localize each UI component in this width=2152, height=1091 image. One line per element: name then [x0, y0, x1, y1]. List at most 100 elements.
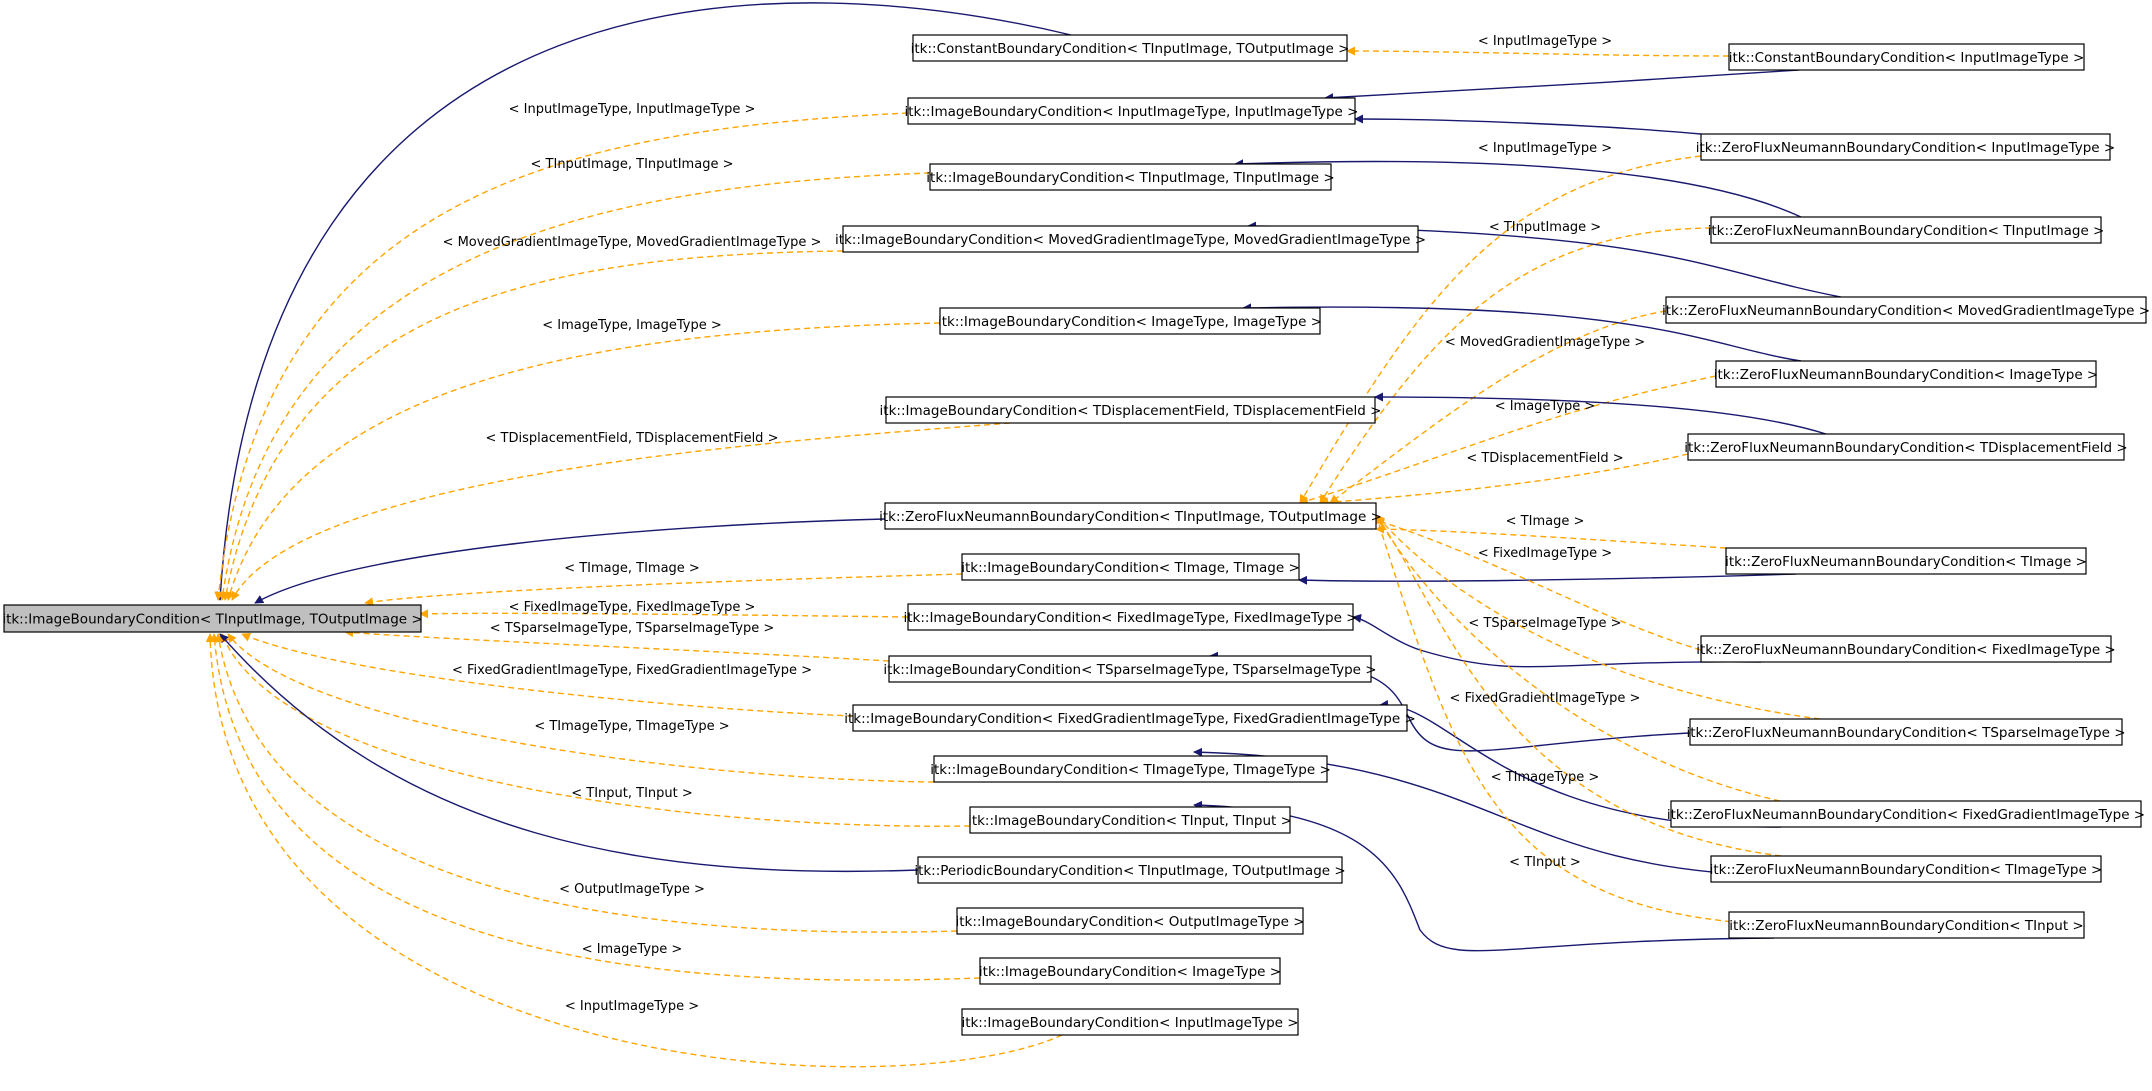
class-node-label: itk::ConstantBoundaryCondition< TInputIm…: [911, 41, 1350, 57]
class-node-box: [969, 806, 1291, 834]
template-edge-ibc_tit-to-root: [227, 633, 935, 783]
class-node-box: [939, 307, 1321, 335]
edge-label: < InputImageType >: [1478, 141, 1612, 156]
class-node-label: itk::ImageBoundaryCondition< ImageType, …: [938, 314, 1322, 330]
class-node-zerofluxneumannboundarycondition-timage[interactable]: itk::ZeroFluxNeumannBoundaryCondition< T…: [1725, 547, 2087, 575]
nodes-layer: itk::ImageBoundaryCondition< TInputImage…: [2, 34, 2150, 1036]
inheritance-edge-pbc_t-to-root: [219, 633, 919, 873]
root-class-node[interactable]: itk::ImageBoundaryCondition< TInputImage…: [2, 604, 423, 633]
inheritance-edge-zfn_it-to-ibc_it: [1242, 303, 1802, 362]
template-edge-zfn_mg-to-zfn_t: [1329, 310, 1667, 504]
class-node-box: [1700, 635, 2112, 663]
class-node-box: [1700, 133, 2111, 161]
class-node-zerofluxneumannboundarycondition-tsparseimagetype[interactable]: itk::ZeroFluxNeumannBoundaryCondition< T…: [1686, 718, 2126, 746]
edge-label: < MovedGradientImageType, MovedGradientI…: [443, 235, 822, 250]
class-node-label: itk::ImageBoundaryCondition< InputImageT…: [961, 1015, 1298, 1031]
class-node-zerofluxneumannboundarycondition-timagetype[interactable]: itk::ZeroFluxNeumannBoundaryCondition< T…: [1710, 855, 2103, 883]
edge-label: < TSparseImageType, TSparseImageType >: [490, 621, 775, 636]
inheritance-edge-cbc_iit-to-ibc_iit: [1324, 69, 1800, 103]
class-node-imageboundarycondition-fixedgradientimagetype-fixedgradientimagetype[interactable]: itk::ImageBoundaryCondition< FixedGradie…: [844, 704, 1416, 732]
template-edge-ibc_it-to-root: [225, 322, 941, 601]
class-node-zerofluxneumannboundarycondition-fixedgradientimagetype[interactable]: itk::ZeroFluxNeumannBoundaryCondition< F…: [1667, 800, 2145, 828]
class-node-imageboundarycondition-imagetype[interactable]: itk::ImageBoundaryCondition< ImageType >: [979, 957, 1281, 985]
class-node-imageboundarycondition-inputimagetype[interactable]: itk::ImageBoundaryCondition< InputImageT…: [961, 1008, 1299, 1036]
class-node-label: itk::ImageBoundaryCondition< TDisplaceme…: [880, 403, 1382, 419]
class-node-imageboundarycondition-tsparseimagetype-tsparseimagetype[interactable]: itk::ImageBoundaryCondition< TSparseImag…: [883, 655, 1377, 683]
template-edge-ibc_tii-to-root: [218, 172, 931, 601]
class-node-label: itk::ZeroFluxNeumannBoundaryCondition< F…: [1696, 642, 2116, 658]
class-node-zerofluxneumannboundarycondition-tinputimage-toutputimage[interactable]: itk::ZeroFluxNeumannBoundaryCondition< T…: [879, 502, 1382, 530]
class-node-box: [1689, 718, 2123, 746]
template-edge-ibc_tin-to-root: [220, 633, 971, 827]
class-node-label: itk::ImageBoundaryCondition< TInputImage…: [926, 170, 1334, 186]
class-node-zerofluxneumannboundarycondition-tinput[interactable]: itk::ZeroFluxNeumannBoundaryCondition< T…: [1728, 911, 2085, 939]
class-node-imageboundarycondition-outputimagetype[interactable]: itk::ImageBoundaryCondition< OutputImage…: [955, 907, 1305, 935]
class-node-label: itk::ImageBoundaryCondition< MovedGradie…: [835, 232, 1426, 248]
class-node-imageboundarycondition-fixedimagetype-fixedimagetype[interactable]: itk::ImageBoundaryCondition< FixedImageT…: [903, 603, 1358, 631]
edge-label: < FixedImageType >: [1478, 546, 1612, 561]
template-edge-zfn_tit-to-zfn_t: [1375, 514, 1782, 857]
edge-label: < FixedImageType, FixedImageType >: [509, 600, 756, 615]
edge-label: < ImageType, ImageType >: [542, 318, 721, 333]
class-node-constantboundarycondition-tinputimage-toutputimage[interactable]: itk::ConstantBoundaryCondition< TInputIm…: [911, 34, 1350, 62]
class-node-imageboundarycondition-timagetype-timagetype[interactable]: itk::ImageBoundaryCondition< TImageType,…: [930, 755, 1331, 783]
class-node-label: itk::ZeroFluxNeumannBoundaryCondition< F…: [1667, 807, 2145, 823]
class-node-label: itk::ImageBoundaryCondition< TImage, TIm…: [961, 560, 1300, 576]
class-node-zerofluxneumannboundarycondition-tinputimage[interactable]: itk::ZeroFluxNeumannBoundaryCondition< T…: [1708, 216, 2105, 244]
class-node-imageboundarycondition-inputimagetype-inputimagetype[interactable]: itk::ImageBoundaryCondition< InputImageT…: [905, 97, 1359, 125]
edge-label: < OutputImageType >: [559, 882, 705, 897]
template-edge-zfn_fi-to-zfn_t: [1375, 518, 1702, 651]
class-node-box: [1725, 547, 2087, 575]
class-node-zerofluxneumannboundarycondition-tdisplacementfield[interactable]: itk::ZeroFluxNeumannBoundaryCondition< T…: [1684, 433, 2128, 461]
class-node-box: [912, 34, 1348, 62]
class-node-imageboundarycondition-tinput-tinput[interactable]: itk::ImageBoundaryCondition< TInput, TIn…: [968, 806, 1292, 834]
class-node-box: [842, 225, 1419, 253]
template-edge-ibc_oit-to-root: [214, 633, 958, 933]
class-node-zerofluxneumannboundarycondition-imagetype[interactable]: itk::ZeroFluxNeumannBoundaryCondition< I…: [1714, 360, 2099, 388]
class-node-periodicboundarycondition-tinputimage-toutputimage[interactable]: itk::PeriodicBoundaryCondition< TInputIm…: [914, 856, 1346, 884]
class-node-constantboundarycondition-inputimagetype[interactable]: itk::ConstantBoundaryCondition< InputIma…: [1728, 43, 2085, 71]
class-node-label: itk::ImageBoundaryCondition< TInput, TIn…: [968, 813, 1292, 829]
edge-label: < TImageType >: [1491, 770, 1600, 785]
inheritance-edge-zfn_ti-to-ibc_ti: [1298, 573, 1797, 585]
class-node-box: [929, 163, 1332, 191]
inheritance-edge-zfn_iit-to-ibc_iit: [1354, 114, 1702, 135]
template-edge-zfn_tii-to-zfn_t: [1319, 227, 1712, 504]
edge-label: < InputImageType, InputImageType >: [509, 102, 756, 117]
class-node-label: itk::ZeroFluxNeumannBoundaryCondition< T…: [1708, 223, 2105, 239]
class-node-box: [884, 502, 1377, 530]
class-node-box: [888, 655, 1372, 683]
edge-label: < InputImageType >: [565, 999, 699, 1014]
class-node-label: itk::ZeroFluxNeumannBoundaryCondition< T…: [1684, 440, 2127, 456]
class-node-box: [885, 396, 1376, 424]
template-edge-ibc_iit-to-root: [214, 112, 909, 601]
class-node-label: itk::ImageBoundaryCondition< TInputImage…: [2, 612, 422, 628]
class-node-imageboundarycondition-timage-timage[interactable]: itk::ImageBoundaryCondition< TImage, TIm…: [961, 553, 1300, 581]
class-node-imageboundarycondition-movedgradientimagetype-movedgradientimagetype[interactable]: itk::ImageBoundaryCondition< MovedGradie…: [835, 225, 1426, 253]
class-node-box: [956, 907, 1304, 935]
template-edge-ibc_ti-to-root: [364, 573, 963, 607]
inheritance-edge-zfn_tii-to-ibc_tii: [1234, 159, 1802, 218]
template-edge-ibc_mg-to-root: [222, 250, 844, 601]
class-node-imageboundarycondition-tdisplacementfield-tdisplacementfield[interactable]: itk::ImageBoundaryCondition< TDisplaceme…: [880, 396, 1382, 424]
class-node-imageboundarycondition-imagetype-imagetype[interactable]: itk::ImageBoundaryCondition< ImageType, …: [938, 307, 1322, 335]
class-node-box: [1715, 360, 2097, 388]
edge-label: < ImageType >: [1495, 399, 1596, 414]
edge-label: < TInput >: [1509, 855, 1581, 870]
class-node-zerofluxneumannboundarycondition-inputimagetype[interactable]: itk::ZeroFluxNeumannBoundaryCondition< I…: [1696, 133, 2115, 161]
class-node-zerofluxneumannboundarycondition-movedgradientimagetype[interactable]: itk::ZeroFluxNeumannBoundaryCondition< M…: [1662, 296, 2150, 324]
class-node-imageboundarycondition-tinputimage-tinputimage[interactable]: itk::ImageBoundaryCondition< TInputImage…: [926, 163, 1335, 191]
class-node-box: [907, 97, 1356, 125]
class-node-box: [1710, 216, 2102, 244]
class-node-label: itk::ZeroFluxNeumannBoundaryCondition< T…: [1710, 862, 2103, 878]
edge-label: < TInputImage, TInputImage >: [531, 157, 734, 172]
class-node-label: itk::ImageBoundaryCondition< FixedImageT…: [903, 610, 1357, 626]
edge-label: < FixedGradientImageType, FixedGradientI…: [452, 663, 812, 678]
class-node-zerofluxneumannboundarycondition-fixedimagetype[interactable]: itk::ZeroFluxNeumannBoundaryCondition< F…: [1696, 635, 2116, 663]
class-node-box: [907, 603, 1354, 631]
class-node-label: itk::ImageBoundaryCondition< OutputImage…: [955, 914, 1304, 930]
class-node-label: itk::ImageBoundaryCondition< ImageType >: [979, 964, 1281, 980]
class-node-box: [961, 1008, 1299, 1036]
inheritance-edge-zfn_fi-to-ibc_fi: [1352, 613, 1762, 668]
class-node-box: [979, 957, 1281, 985]
